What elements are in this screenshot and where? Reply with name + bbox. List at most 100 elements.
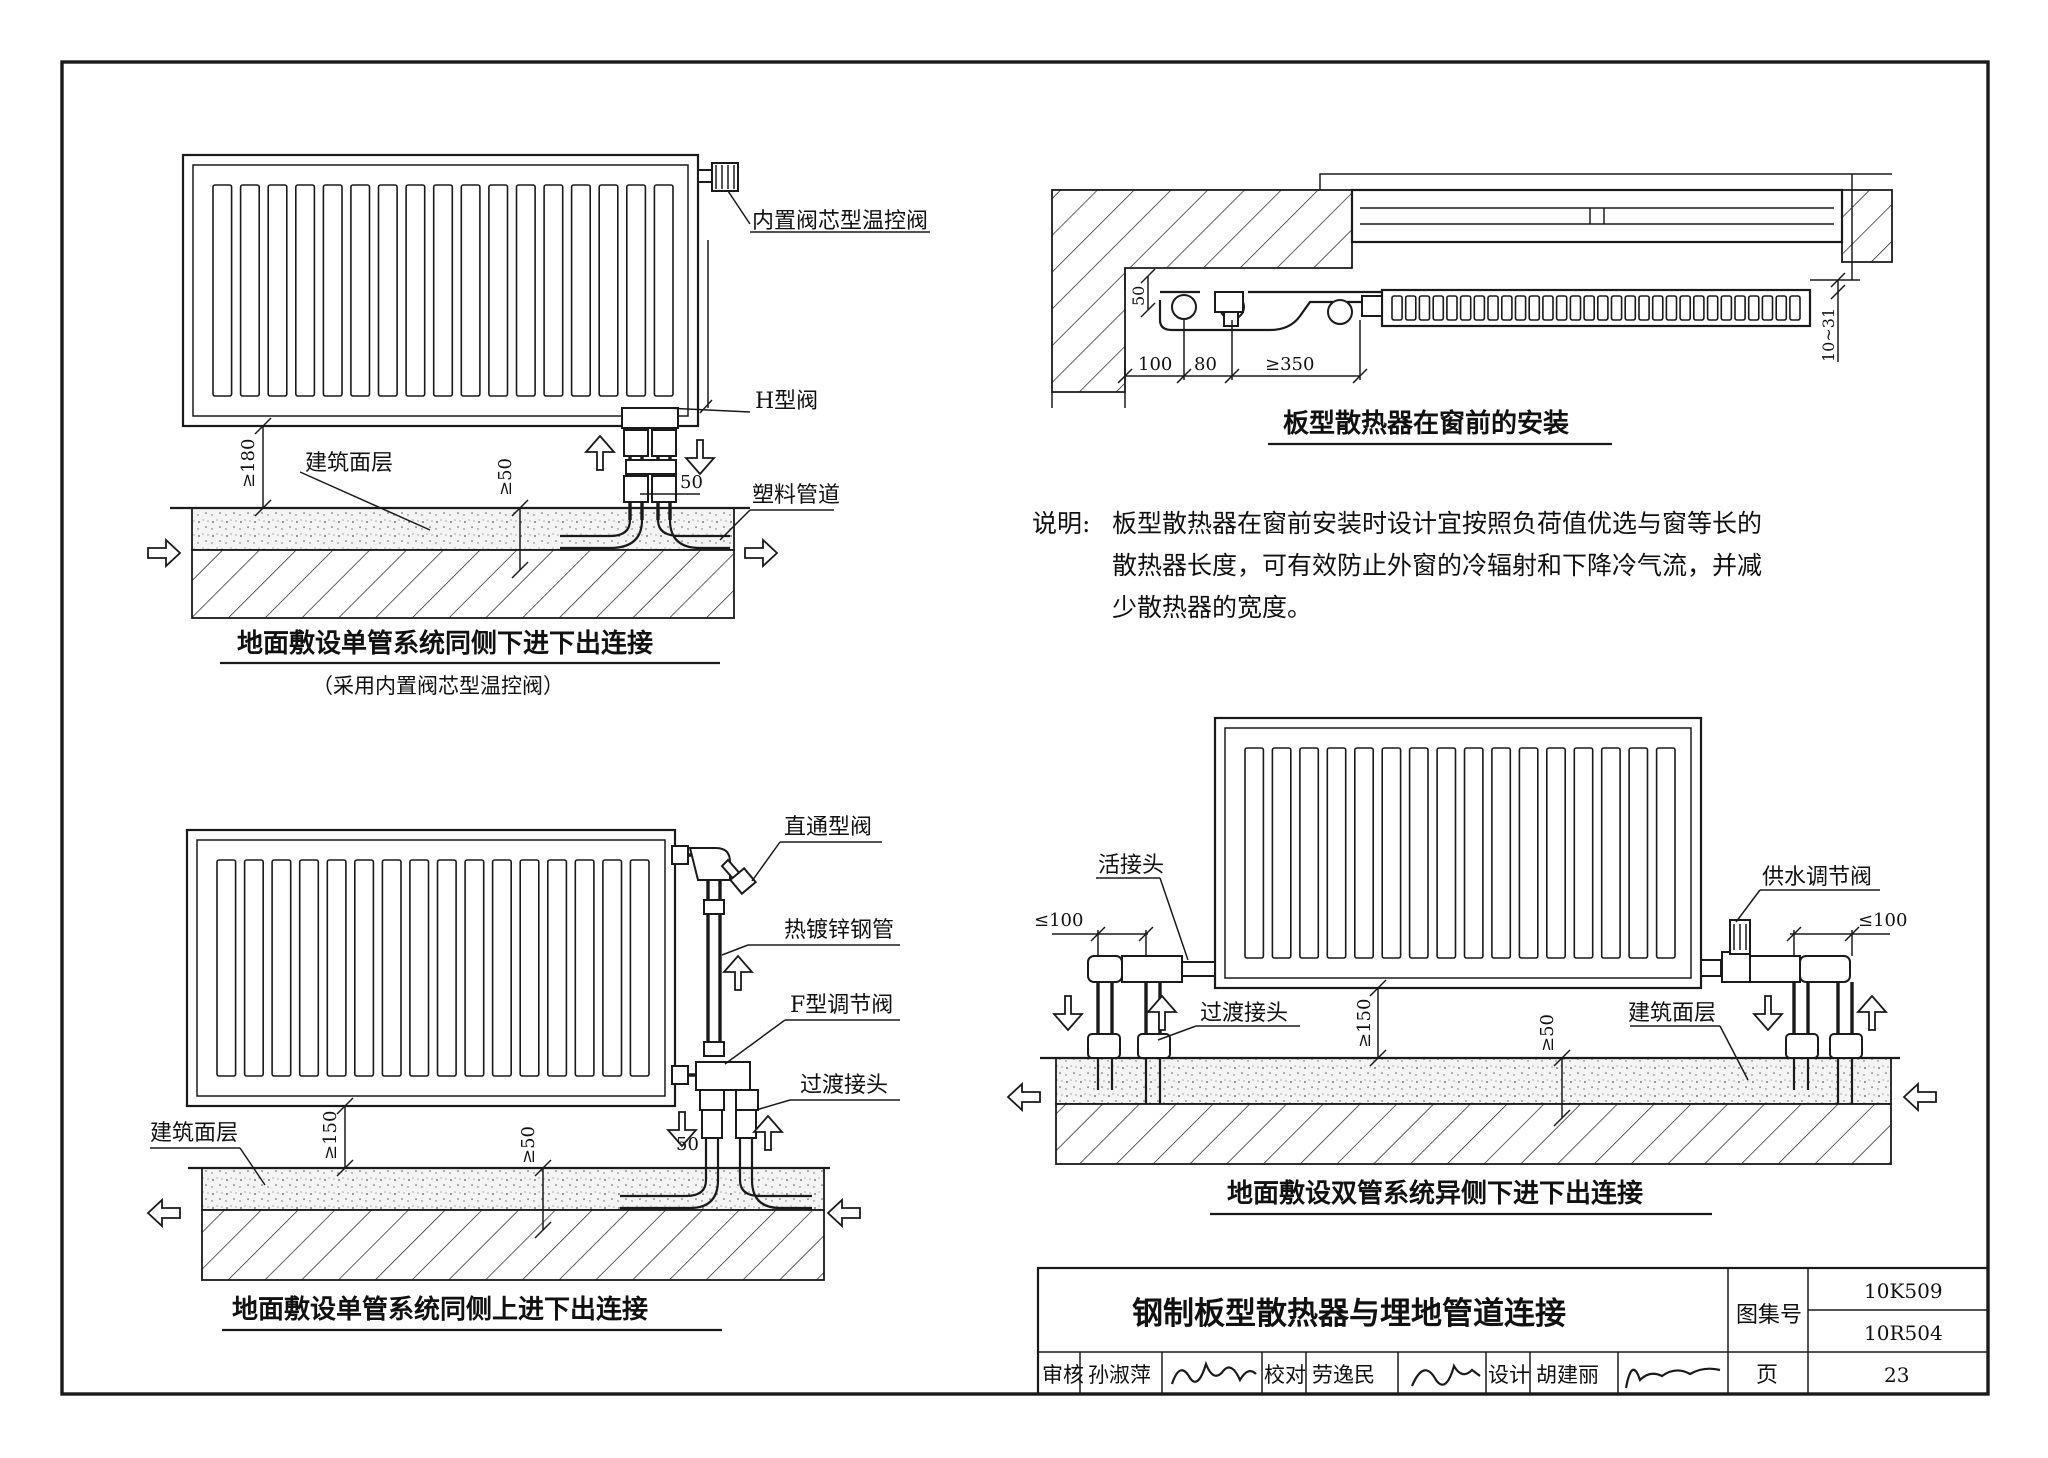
caption-diagram-1: 地面敷设单管系统同侧下进下出连接 [237, 628, 653, 659]
dimension-lines [150, 841, 900, 1239]
radiator-tube [243, 859, 265, 1077]
radiator-tube [491, 859, 513, 1077]
dim-right-100: ≤100 [1858, 910, 1907, 931]
radiator-tube [1706, 295, 1719, 321]
dim-left-100: ≤100 [1034, 910, 1083, 931]
subcaption-diagram-1: （采用内置阀芯型温控阀） [312, 674, 564, 698]
dim-cover-50: ≥50 [1537, 1014, 1558, 1052]
flow-arrow-up [722, 954, 754, 991]
radiator-tube [629, 859, 650, 1077]
radiator-tube [405, 184, 426, 397]
diagram-2-pipes [620, 1138, 812, 1210]
flow-arrow-out [146, 1197, 181, 1229]
radiator-tube [1528, 295, 1541, 321]
label-transition-joint: 过渡接头 [1200, 1001, 1288, 1026]
note-line-1: 板型散热器在窗前安装时设计宜按照负荷值优选与窗等长的 [1112, 509, 1762, 538]
radiator-tube [1555, 295, 1568, 321]
page-label: 页 [1756, 1363, 1778, 1388]
radiator-tube [1436, 747, 1457, 959]
sheet-border [60, 60, 1990, 1396]
radiator-tube [1761, 295, 1774, 321]
radiator-tube [1789, 295, 1801, 321]
page-number: 23 [1884, 1363, 1909, 1387]
radiator-tube [350, 184, 371, 397]
radiator-tube [1693, 295, 1705, 321]
window-frame [1350, 188, 1844, 244]
diagram-2-same-side-top-in-bottom-out: 直通型阀 热镀锌钢管 F型调节阀 过渡接头 建筑面层 ≥150 ≥50 50 地… [146, 815, 900, 1332]
radiator-tube [1391, 295, 1403, 321]
note-block: 说明: 板型散热器在窗前安装时设计宜按照负荷值优选与窗等长的 散热器长度，可有效… [1032, 509, 1762, 622]
radiator-tube [271, 859, 292, 1077]
radiator-tube [409, 859, 430, 1077]
radiator-tube [519, 859, 540, 1077]
flow-arrow-down [666, 1111, 698, 1148]
caption-diagram-4: 地面敷设双管系统异侧下进下出连接 [1227, 1178, 1643, 1209]
radiator-tube [464, 859, 485, 1077]
check-signature [1410, 1363, 1481, 1387]
radiator-tube [570, 184, 591, 397]
radiator-tube [1381, 747, 1402, 959]
radiator-tube [294, 184, 316, 397]
radiator-tube [1569, 295, 1582, 321]
radiator-tube [1747, 295, 1760, 321]
diagram-1-radiator [181, 153, 700, 428]
radiator-slots [216, 859, 650, 1077]
radiator-tube [1665, 295, 1678, 321]
radiator-tube [1473, 295, 1486, 321]
review-name: 孙淑萍 [1088, 1363, 1151, 1387]
flow-arrow-in [1902, 1081, 1937, 1113]
radiator-tube [326, 859, 347, 1077]
dimension-lines [254, 190, 930, 579]
plan-radiator [1380, 288, 1812, 328]
radiator-tube [1244, 747, 1265, 959]
design-label: 设计 [1488, 1363, 1530, 1387]
flow-arrow-down [684, 439, 716, 476]
atlas-number-1: 10K509 [1864, 1279, 1943, 1303]
flow-arrow-out [1006, 1081, 1041, 1113]
label-galvanized-pipe: 热镀锌钢管 [784, 918, 894, 943]
dim-height-150: ≥150 [1354, 999, 1375, 1048]
left-connection [1087, 955, 1216, 1104]
caption-diagram-2: 地面敷设单管系统同侧上进下出连接 [232, 1294, 648, 1325]
dim-cover-50: ≥50 [518, 1126, 539, 1164]
dim-height-150: ≥150 [320, 1111, 341, 1160]
dim-cover-50: ≥50 [495, 458, 516, 496]
dimension-lines [1052, 877, 1890, 1127]
flow-arrow-up [584, 434, 616, 471]
right-connection [1700, 919, 1863, 1104]
dim-10-31: 10~31 [1819, 308, 1838, 362]
radiator-tube [1720, 295, 1733, 321]
radiator-tube [1491, 747, 1512, 959]
label-supply-valve: 供水调节阀 [1762, 865, 1872, 890]
dim-spacing-50: 50 [680, 472, 703, 493]
radiator-tube [353, 859, 375, 1077]
label-f-valve: F型调节阀 [790, 993, 893, 1018]
label-floor-layer: 建筑面层 [150, 1121, 238, 1146]
thermostatic-valve-head [697, 162, 739, 192]
radiator-tube [381, 859, 402, 1077]
radiator-tube [1628, 747, 1649, 959]
flow-arrow-up [1856, 994, 1888, 1031]
radiator-tube [546, 859, 568, 1077]
radiator-tube [1354, 747, 1375, 959]
galvanized-riser [671, 845, 759, 1139]
label-thermostatic-valve: 内置阀芯型温控阀 [752, 209, 928, 234]
label-union: 活接头 [1098, 853, 1164, 878]
radiator-tube [1271, 747, 1292, 959]
radiator-tube [1651, 295, 1664, 321]
dimension-lines [1117, 174, 1860, 384]
review-label: 审核 [1042, 1363, 1084, 1387]
note-line-3: 少散热器的宽度。 [1112, 593, 1312, 622]
wall-section [1051, 173, 1893, 408]
radiator-tube [322, 184, 343, 397]
radiator-tube [1679, 295, 1691, 321]
flow-arrow-out [744, 537, 779, 569]
radiator-tube [460, 184, 481, 397]
design-signature [1624, 1367, 1721, 1389]
radiator-tube [602, 859, 623, 1077]
radiator-tube [1459, 295, 1472, 321]
diagram-4-floor [1040, 1056, 1900, 1165]
radiator-tube [543, 184, 564, 397]
diagram-1-same-side-bottom-in-bottom-out: 内置阀芯型温控阀 H型阀 建筑面层 塑料管道 ≥180 ≥50 50 地面敷设单… [147, 153, 930, 698]
radiator-tube [1404, 295, 1417, 321]
